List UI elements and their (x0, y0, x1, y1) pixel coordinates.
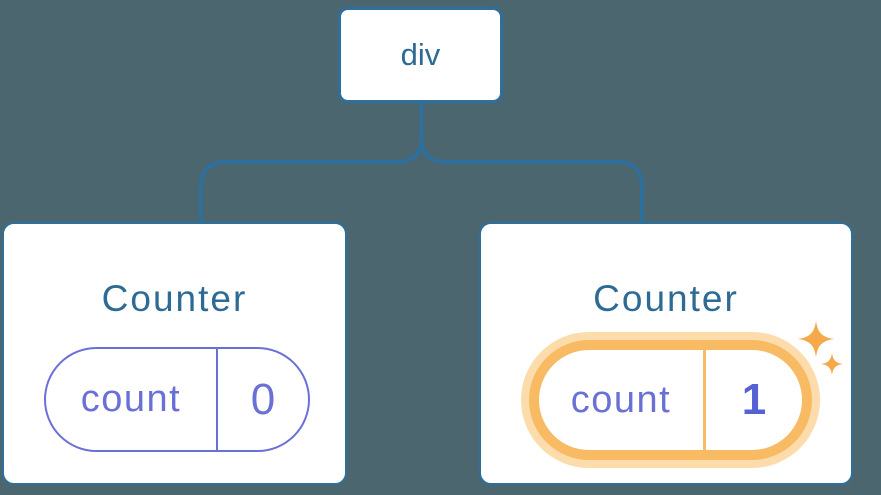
component-title: Counter (101, 278, 248, 319)
component-card-counter-left: Counter count 0 (2, 222, 347, 485)
state-pill-highlighted: count 1 (529, 340, 812, 460)
component-title: Counter (593, 278, 739, 319)
state-key-label: count (539, 350, 706, 450)
state-key-label: count (46, 349, 218, 450)
root-node: div (338, 7, 503, 103)
connector-left-branch (199, 102, 424, 223)
component-card-counter-right: Counter count 1 (479, 222, 853, 485)
state-pill: count 0 (44, 347, 310, 452)
state-value: 0 (250, 374, 276, 424)
state-value: 1 (741, 375, 767, 424)
connector-right-branch (419, 136, 644, 223)
root-node-label: div (400, 37, 441, 72)
sparkle-icon (821, 353, 843, 375)
sparkle-icon (798, 321, 834, 357)
